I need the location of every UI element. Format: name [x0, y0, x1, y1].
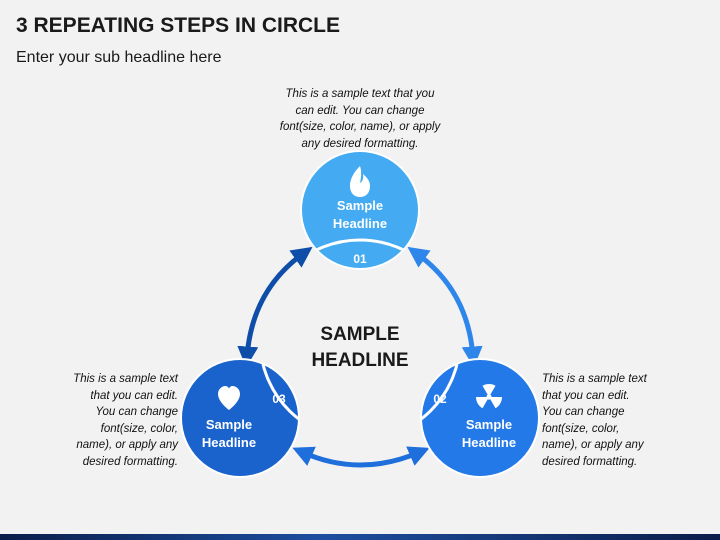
step-1-label-line2: Headline	[333, 216, 387, 231]
step-1-number: 01	[353, 252, 367, 266]
step-2-description-line: desired formatting.	[542, 455, 638, 468]
page-title: 3 REPEATING STEPS IN CIRCLE	[16, 14, 340, 37]
step-1-description-line: any desired formatting.	[301, 137, 419, 150]
heart-icon	[218, 386, 240, 410]
center-headline: SAMPLE HEADLINE	[280, 322, 440, 374]
step-2-description-line: that you can edit.	[542, 389, 630, 402]
step-2-description-line: font(size, color,	[542, 422, 620, 435]
step-3-description-line: that you can edit.	[90, 389, 178, 402]
step-3-label-line2: Headline	[202, 435, 256, 450]
step-3-description-line: This is a sample text	[73, 373, 178, 385]
step-1-description-line: This is a sample text that you	[285, 88, 435, 100]
step-2-description: This is a sample text that you can edit.…	[542, 371, 680, 470]
step-1-description: This is a sample text that you can edit.…	[245, 86, 475, 152]
step-2-description-line: name), or apply any	[542, 439, 644, 451]
step-1-circle: Sample Headline 01	[300, 150, 420, 270]
flame-icon	[350, 166, 370, 197]
step-2-label-line1: Sample	[466, 417, 512, 432]
center-headline-line1: SAMPLE	[320, 324, 400, 345]
step-3-circle: Sample Headline 03	[180, 358, 300, 478]
footer-bar	[0, 534, 720, 540]
step-3-label-line1: Sample	[206, 417, 252, 432]
page-subtitle: Enter your sub headline here	[16, 49, 222, 66]
cycle-arrow-3-to-1	[237, 246, 313, 368]
step-1-description-line: can edit. You can change	[295, 104, 425, 117]
step-3-number: 03	[272, 392, 286, 406]
radiation-icon	[475, 383, 503, 409]
step-3-fill	[182, 360, 298, 476]
step-3-description-line: font(size, color,	[100, 422, 178, 435]
step-1-label-line1: Sample	[337, 198, 383, 213]
step-2-description-line: You can change	[542, 406, 625, 418]
step-3-description-line: name), or apply any	[76, 439, 178, 451]
cycle-arrow-2-to-3	[292, 446, 430, 468]
cycle-arrow-1-to-2	[407, 246, 483, 368]
step-3-description: This is a sample text that you can edit.…	[40, 371, 178, 470]
step-2-label-line2: Headline	[462, 435, 516, 450]
step-3-description-line: You can change	[95, 406, 179, 418]
step-2-fill	[422, 360, 538, 476]
step-2-description-line: This is a sample text	[542, 373, 647, 385]
step-3-description-line: desired formatting.	[82, 455, 178, 468]
step-2-number: 02	[433, 392, 447, 406]
step-1-fill	[302, 152, 418, 268]
step-2-circle: Sample Headline 02	[420, 358, 540, 478]
center-headline-line2: HEADLINE	[311, 350, 409, 371]
step-1-description-line: font(size, color, name), or apply	[279, 121, 441, 133]
